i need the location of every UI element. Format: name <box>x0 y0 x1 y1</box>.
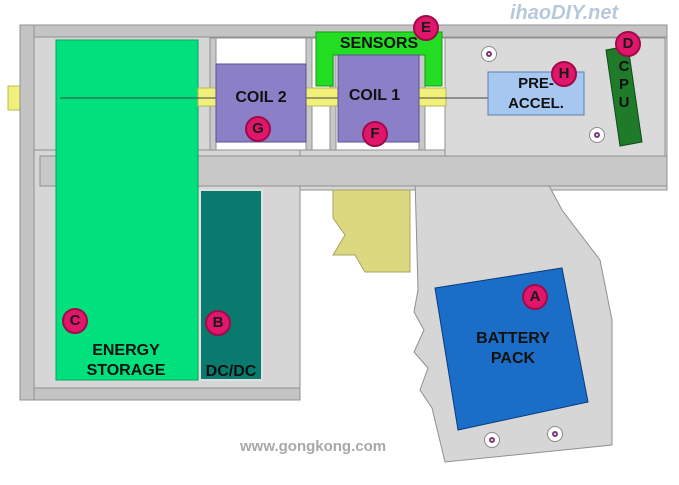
marker-c: C <box>62 308 88 334</box>
marker-d: D <box>615 31 641 57</box>
watermark-bottom: www.gongkong.com <box>240 438 387 455</box>
marker-a: A <box>522 284 548 310</box>
marker-h: H <box>551 61 577 87</box>
screw-grip-right <box>547 426 563 442</box>
marker-b: B <box>205 310 231 336</box>
screw-top-left <box>481 46 497 62</box>
marker-g: G <box>245 116 271 142</box>
trigger <box>332 189 411 273</box>
energy-storage-label: ENERGY STORAGE <box>86 342 166 379</box>
watermark-top: ihaoDIY.net <box>510 2 619 24</box>
dcdc-block <box>199 189 263 381</box>
energy-storage-block <box>55 39 199 381</box>
housing-bottom-rail <box>19 387 301 401</box>
cpu-label: C P U <box>618 58 630 111</box>
dcdc-label: DC/DC <box>205 363 257 380</box>
sensors-block <box>315 31 443 87</box>
preaccel-label: PRE- ACCEL. <box>508 75 564 112</box>
housing-left-rail <box>19 24 35 401</box>
screw-top-right <box>589 127 605 143</box>
screw-grip-left <box>484 432 500 448</box>
marker-f: F <box>362 121 388 147</box>
coil-2-label: COIL 2 <box>235 89 287 106</box>
sensors-label: SENSORS <box>339 35 419 52</box>
battery-block <box>434 267 589 431</box>
coil-1-label: COIL 1 <box>348 87 401 104</box>
marker-e: E <box>413 15 439 41</box>
battery-label: BATTERY PACK <box>476 330 550 367</box>
